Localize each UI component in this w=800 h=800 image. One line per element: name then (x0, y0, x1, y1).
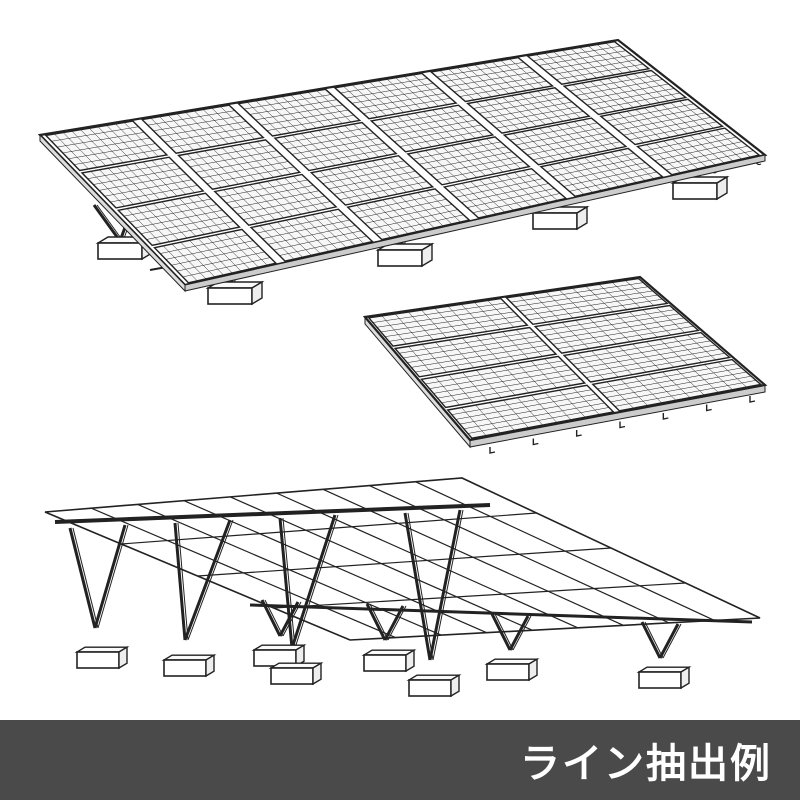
group-panel (420, 355, 587, 409)
array-panel (429, 56, 555, 103)
array-panel (333, 72, 458, 120)
array-side (39, 133, 186, 293)
group-clamp (532, 438, 539, 446)
caption-text: ライン抽出例 (520, 741, 772, 787)
group-panel (393, 326, 558, 378)
frame-footing (361, 648, 417, 673)
array-panel (502, 117, 628, 166)
frame-footing (484, 657, 540, 682)
group-panel (591, 358, 763, 412)
front-leg (68, 524, 129, 629)
caption-bar: ライン抽出例 (0, 720, 800, 800)
line-drawing-illustration (37, 38, 768, 698)
concrete-footing (530, 205, 590, 231)
front-leg (403, 509, 464, 661)
concrete-footing (375, 242, 435, 268)
array-panel (635, 127, 761, 176)
mounting-frame-drawing (44, 477, 761, 698)
group-clamp (489, 447, 496, 454)
mounted-solar-array-drawing (37, 38, 768, 306)
array-panel (539, 147, 665, 198)
main-beam (54, 503, 491, 524)
array-panel (406, 136, 531, 186)
array-panel (80, 156, 205, 209)
group-clamp (575, 430, 582, 437)
frame-footing (74, 645, 130, 670)
array-panel (369, 104, 495, 153)
group-clamp (662, 413, 669, 420)
frame-purlin (121, 512, 537, 545)
frame-purlin (273, 582, 686, 609)
array-panel (249, 208, 374, 262)
array-panel (213, 173, 338, 226)
frame-footing (636, 665, 692, 690)
frame-purlin (197, 547, 612, 577)
rear-beam (249, 603, 753, 624)
frame-footing (268, 661, 324, 686)
array-panel (346, 188, 471, 241)
array-panel (273, 121, 398, 172)
array-panel (177, 139, 302, 190)
group-clamp (705, 404, 712, 412)
array-panel (309, 154, 435, 206)
group-panel (367, 297, 529, 347)
frame-footing (161, 653, 217, 678)
group-panel (533, 304, 700, 354)
array-panel (562, 69, 688, 116)
array-panel (442, 167, 568, 219)
array-panel (153, 228, 278, 284)
array-panel (44, 120, 169, 172)
array-panel (525, 40, 651, 85)
solar-panel-group-drawing (362, 275, 768, 454)
group-panel (446, 384, 615, 439)
concrete-footing (205, 280, 265, 306)
rear-leg (490, 613, 532, 651)
group-panel (504, 277, 669, 326)
array-panel (140, 104, 265, 154)
rear-leg (365, 603, 407, 641)
array-panel (236, 88, 362, 137)
group-clamp (749, 396, 756, 403)
group-panel (562, 331, 732, 383)
rear-leg (260, 599, 302, 637)
array-panel (466, 87, 591, 134)
rear-leg (640, 621, 682, 659)
group-clamp (619, 421, 626, 429)
frame-footing (251, 643, 307, 668)
front-leg (278, 514, 339, 649)
frame-footing (406, 673, 462, 698)
array-panel (599, 98, 725, 146)
array-panel (116, 192, 241, 247)
front-leg (173, 519, 234, 641)
